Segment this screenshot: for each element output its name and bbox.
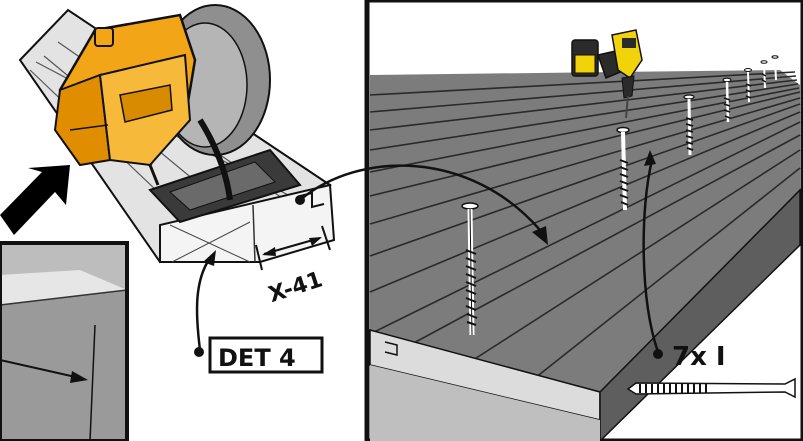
circular-saw-icon	[53, 13, 197, 186]
detail-leader	[194, 250, 216, 357]
screw-icon	[722, 77, 732, 123]
screw-icon	[461, 202, 479, 336]
installed-screws	[461, 55, 779, 336]
screw-icon	[683, 94, 695, 156]
transfer-arrow	[295, 164, 548, 245]
cutting-step-panel: X-41 DET 4	[0, 4, 336, 441]
screw-icon	[616, 126, 630, 211]
detail-ref-label: DET 4	[218, 344, 296, 372]
screw-icon	[626, 377, 796, 399]
inset-detail	[0, 241, 129, 441]
pointer-arrow-icon	[0, 165, 70, 235]
screw-icon	[771, 55, 779, 81]
cordless-drill-icon	[571, 29, 643, 119]
screw-count-label: 7x I	[672, 342, 726, 372]
screw-icon	[760, 60, 768, 89]
right-panel-frame	[364, 0, 803, 441]
cut-dimension-label: X-41	[266, 267, 326, 308]
screw-icon	[744, 68, 752, 103]
detail-ref-badge: DET 4	[208, 336, 324, 374]
decking-step-panel: 7x I	[295, 29, 801, 441]
screw-leader: 7x I	[642, 150, 726, 372]
